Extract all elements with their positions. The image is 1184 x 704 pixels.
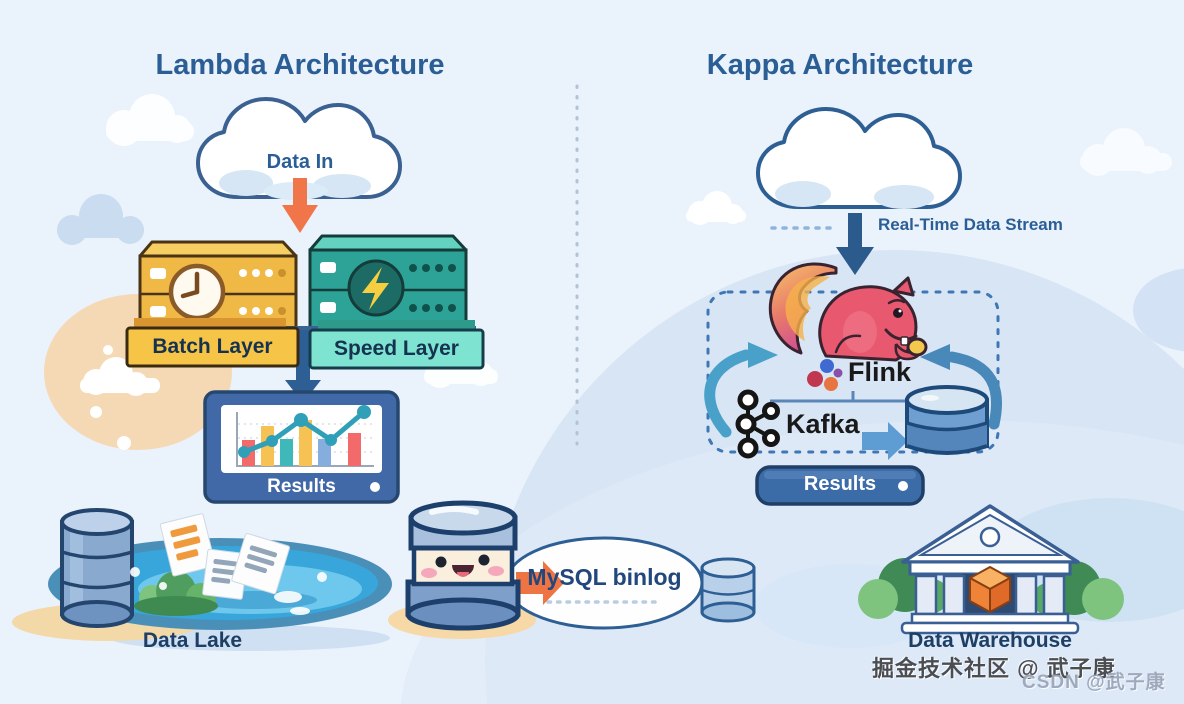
mini-chart-icon [236,405,374,467]
database-icon [60,508,134,628]
lightning-icon [347,259,405,317]
monitor-dot [370,482,380,492]
loop-connector-lines [770,391,908,403]
data-lake-label: Data Lake [142,629,243,652]
kappa-title: Kappa Architecture [706,49,974,81]
cube-icon [969,566,1011,613]
watermark-csdn: CSDN @武子康 [1022,672,1166,693]
lambda-cloud-icon [196,97,402,200]
flink-logo-icon [807,359,843,391]
document-icon [159,513,216,577]
document-icon [231,532,290,595]
white-cloud-icon [1080,128,1172,176]
cycle-arrow-right-icon [920,344,1003,430]
kappa-database-icon [905,385,989,455]
results-monitor-icon [203,390,400,504]
loop-dotted-border [706,290,1000,454]
watermark-juejin: 掘金技术社区 @ 武子康 [872,656,1116,681]
small-database-icon [700,557,756,623]
lambda-results-label: Results [267,476,336,497]
white-cloud-icon [686,191,746,225]
data-in-label: Data In [266,151,334,173]
data-lake-icon [48,508,392,630]
white-cloud-icon [106,94,194,146]
pale-cloud [1133,268,1184,352]
batch-layer-plate [125,318,300,368]
data-warehouse-icon [858,504,1124,635]
real-time-stream-label: Real-Time Data Stream [878,215,1063,234]
kappa-cloud-icon [756,107,962,209]
bank-building-icon [900,504,1080,635]
kawaii-face [421,554,504,578]
flink-label: Flink [848,357,912,387]
data-warehouse-label: Data Warehouse [908,629,1072,652]
cute-database-icon [405,500,521,631]
blue-cloud-icon [57,194,144,245]
stream-arrow-icon [836,213,874,275]
kafka-logo-icon [735,389,780,459]
mysql-binlog-label: MySQL binlog [527,564,682,590]
flink-squirrel-icon [768,262,928,362]
to-results-arrow-icon [285,330,321,403]
kappa-results-label: Results [803,473,877,495]
document-icon [202,548,248,600]
speed-layer-label: Speed Layer [334,337,459,360]
binlog-arrow-icon [516,561,564,605]
kappa-results-button-shape [755,465,925,506]
batch-layer-label: Batch Layer [152,335,273,358]
kafka-label: Kafka [786,409,860,439]
data-in-arrow-icon [282,178,318,233]
speed-layer-plate [308,320,485,370]
clock-icon [168,263,226,321]
lambda-title: Lambda Architecture [155,49,445,81]
kafka-to-db-arrow-icon [862,422,908,460]
speed-server-icon [308,234,468,332]
cycle-arrow-left-icon [704,342,778,438]
